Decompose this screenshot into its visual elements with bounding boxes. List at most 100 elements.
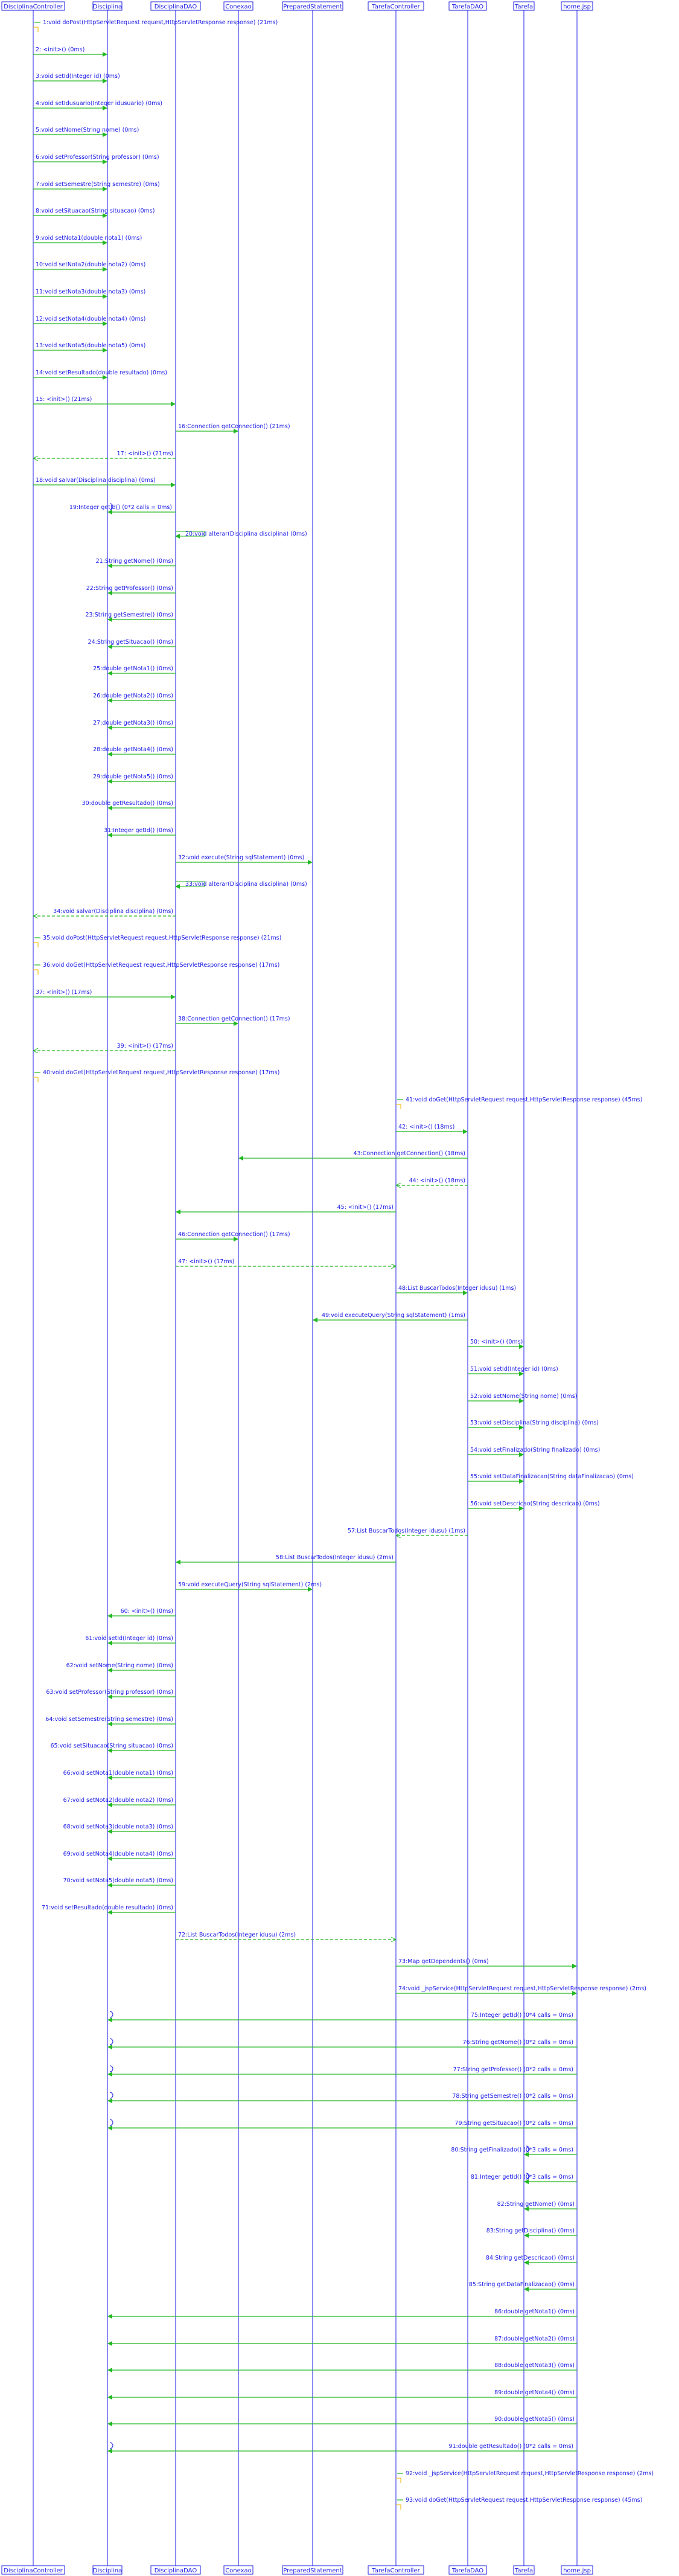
actor-label-bottom: TarefaDAO bbox=[451, 2568, 483, 2574]
actor-box-bottom bbox=[448, 2565, 487, 2575]
message: 58:List BuscarTodos(Integer idusu) (2ms) bbox=[176, 1554, 396, 1565]
message: 67:void setNota2(double nota2) (0ms) bbox=[63, 1797, 176, 1807]
message-label: 59:void executeQuery(String sqlStatement… bbox=[178, 1581, 322, 1588]
message-label: 20:void alterar(Disciplina disciplina) (… bbox=[185, 531, 307, 537]
actor-label-top: TarefaController bbox=[371, 4, 420, 10]
message-label: 53:void setDisciplina(String disciplina)… bbox=[470, 1420, 599, 1426]
message-label: 49:void executeQuery(String sqlStatement… bbox=[322, 1312, 465, 1319]
message-label: 77:String getProfessor() (0*2 calls = 0m… bbox=[453, 2066, 573, 2073]
message: 40:void doGet(HttpServletRequest request… bbox=[33, 1069, 279, 1082]
message-label: 12:void setNota4(double nota4) (0ms) bbox=[36, 316, 145, 322]
message-label: 39: <init>() (17ms) bbox=[117, 1043, 173, 1049]
message-label: 14:void setResultado(double resultado) (… bbox=[36, 370, 167, 376]
loop-icon bbox=[109, 2092, 113, 2099]
message: 74:void _jspService(HttpServletRequest r… bbox=[396, 1985, 646, 1996]
message: 6:void setProfessor(String professor) (0… bbox=[33, 154, 159, 164]
message: 93:void doGet(HttpServletRequest request… bbox=[396, 2497, 642, 2510]
self-call-arrow bbox=[175, 881, 205, 889]
actor-label-bottom: PreparedStatement bbox=[283, 2568, 342, 2574]
self-call-marker bbox=[396, 1104, 401, 1109]
actor-box-top bbox=[282, 1, 343, 11]
loop-icon bbox=[109, 503, 113, 510]
message: 52:void setNome(String nome) (0ms) bbox=[468, 1393, 577, 1403]
actor-box-top bbox=[561, 1, 593, 11]
message-label: 30:double getResultado() (0ms) bbox=[82, 800, 173, 807]
message: 39: <init>() (17ms) bbox=[34, 1043, 176, 1051]
message: 68:void setNota3(double nota3) (0ms) bbox=[63, 1824, 176, 1834]
message: 42: <init>() (18ms) bbox=[396, 1124, 468, 1134]
loop-icon bbox=[109, 2442, 113, 2449]
message-label: 48:List BuscarTodos(Integer idusu) (1ms) bbox=[398, 1285, 516, 1292]
message: 7:void setSemestre(String semestre) (0ms… bbox=[33, 181, 160, 191]
message: 47: <init>() (17ms) bbox=[176, 1258, 395, 1266]
message-label: 19:Integer getId() (0*2 calls = 0ms) bbox=[69, 504, 172, 511]
actor-label-bottom: Disciplina bbox=[93, 2568, 122, 2574]
message-label: 82:String getNome() (0ms) bbox=[497, 2201, 575, 2208]
actor-box-top bbox=[223, 1, 253, 11]
message-label: 74:void _jspService(HttpServletRequest r… bbox=[398, 1985, 646, 1992]
message-label: 62:void setNome(String nome) (0ms) bbox=[66, 1662, 173, 1669]
message: 28:double getNota4() (0ms) bbox=[93, 746, 176, 757]
actor-box-top bbox=[513, 1, 535, 11]
message: 55:void setDataFinalizacao(String dataFi… bbox=[468, 1473, 634, 1484]
message-label: 29:double getNota5() (0ms) bbox=[93, 774, 173, 780]
message-label: 83:String getDisciplina() (0ms) bbox=[486, 2228, 575, 2234]
message: 27:double getNota3() (0ms) bbox=[93, 720, 176, 730]
message-label: 21:String getNome() (0ms) bbox=[96, 558, 173, 565]
message-label: 54:void setFinalizado(String finalizado)… bbox=[470, 1447, 600, 1453]
message: 77:String getProfessor() (0*2 calls = 0m… bbox=[107, 2065, 577, 2077]
message-label: 18:void salvar(Disciplina disciplina) (0… bbox=[36, 477, 156, 484]
message: 49:void executeQuery(String sqlStatement… bbox=[313, 1312, 468, 1322]
actor-label-bottom: home.jsp bbox=[563, 2568, 591, 2574]
message-label: 57:List BuscarTodos(Integer idusu) (1ms) bbox=[348, 1528, 465, 1534]
message: 33:void alterar(Disciplina disciplina) (… bbox=[175, 881, 307, 889]
loop-icon bbox=[109, 2065, 113, 2072]
message-label: 28:double getNota4() (0ms) bbox=[93, 746, 173, 753]
message-label: 25:double getNota1() (0ms) bbox=[93, 665, 173, 672]
message: 19:Integer getId() (0*2 calls = 0ms) bbox=[69, 503, 176, 514]
message-label: 76:String getNome() (0*2 calls = 0ms) bbox=[462, 2039, 573, 2046]
message-label: 78:String getSemestre() (0*2 calls = 0ms… bbox=[452, 2093, 573, 2100]
message: 65:void setSituacao(String situacao) (0m… bbox=[50, 1743, 176, 1753]
message-label: 81:Integer getId() (0*3 calls = 0ms) bbox=[471, 2174, 573, 2180]
loop-icon bbox=[109, 2011, 113, 2018]
message-label: 66:void setNota1(double nota1) (0ms) bbox=[63, 1770, 173, 1777]
message: 88:double getNota3() (0ms) bbox=[107, 2362, 577, 2373]
actor-label-bottom: DisciplinaController bbox=[4, 2568, 63, 2574]
actor-label-top: TarefaDAO bbox=[451, 4, 483, 10]
message-label: 26:double getNota2() (0ms) bbox=[93, 693, 173, 699]
messages: 1:void doPost(HttpServletRequest request… bbox=[33, 19, 654, 2510]
message-label: 67:void setNota2(double nota2) (0ms) bbox=[63, 1797, 173, 1804]
message: 38:Connection getConnection() (17ms) bbox=[176, 1016, 290, 1026]
message: 46:Connection getConnection() (17ms) bbox=[176, 1231, 290, 1242]
message: 51:void setId(Integer id) (0ms) bbox=[468, 1366, 558, 1376]
actor-label-bottom: Tarefa bbox=[514, 2568, 533, 2574]
message: 50: <init>() (0ms) bbox=[468, 1339, 524, 1349]
message-label: 23:String getSemestre() (0ms) bbox=[85, 612, 173, 618]
message: 81:Integer getId() (0*3 calls = 0ms) bbox=[471, 2173, 577, 2184]
message: 9:void setNota1(double nota1) (0ms) bbox=[33, 235, 142, 245]
message-label: 10:void setNota2(double nota2) (0ms) bbox=[36, 261, 145, 268]
message-label: 38:Connection getConnection() (17ms) bbox=[178, 1016, 290, 1022]
message: 61:void setId(Integer id) (0ms) bbox=[85, 1635, 176, 1645]
message-label: 90:double getNota5() (0ms) bbox=[494, 2416, 575, 2423]
message: 71:void setResultado(double resultado) (… bbox=[42, 1905, 176, 1915]
actor-box-bottom bbox=[368, 2565, 424, 2575]
message-label: 85:String getDataFinalizacao() (0ms) bbox=[469, 2281, 575, 2288]
message-label: 55:void setDataFinalizacao(String dataFi… bbox=[470, 1473, 634, 1480]
message: 15: <init>() (21ms) bbox=[33, 396, 176, 406]
message-label: 43:Connection getConnection() (18ms) bbox=[353, 1150, 465, 1157]
message-label: 71:void setResultado(double resultado) (… bbox=[42, 1905, 173, 1911]
message: 14:void setResultado(double resultado) (… bbox=[33, 370, 167, 380]
lifelines bbox=[33, 10, 578, 2566]
message: 69:void setNota4(double nota4) (0ms) bbox=[63, 1851, 176, 1861]
message-label: 45: <init>() (17ms) bbox=[337, 1204, 394, 1211]
self-call-marker bbox=[33, 27, 39, 32]
message: 1:void doPost(HttpServletRequest request… bbox=[33, 19, 278, 32]
message: 92:void _jspService(HttpServletRequest r… bbox=[396, 2470, 654, 2483]
message-label: 37: <init>() (17ms) bbox=[36, 989, 92, 996]
message: 89:double getNota4() (0ms) bbox=[107, 2389, 577, 2400]
message: 64:void setSemestre(String semestre) (0m… bbox=[45, 1716, 176, 1726]
